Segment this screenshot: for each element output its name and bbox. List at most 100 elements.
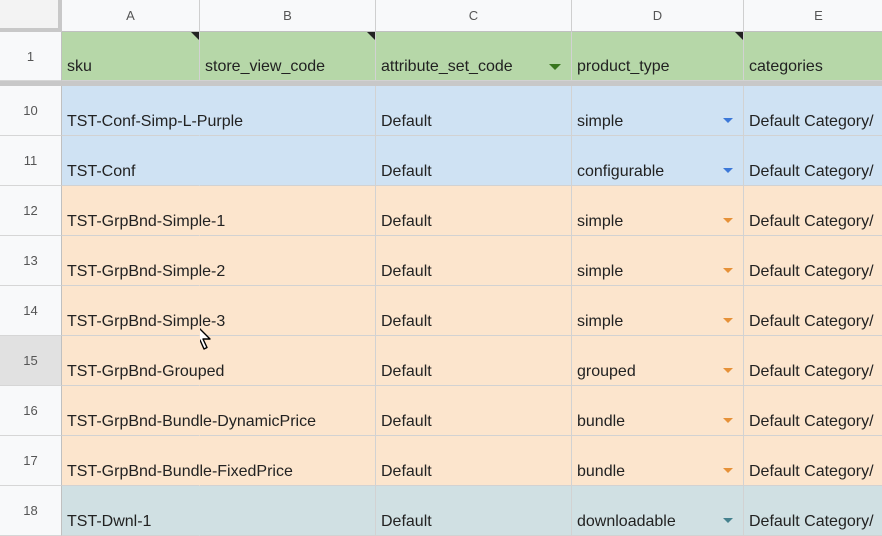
cell-sku[interactable]: TST-Dwnl-1 xyxy=(62,486,200,536)
row-number[interactable]: 16 xyxy=(0,386,62,436)
cell-sku[interactable]: TST-Conf-Simp-L-Purple xyxy=(62,86,243,136)
cell-value: Default Category/ xyxy=(749,413,874,430)
cell-store-view-code[interactable] xyxy=(200,186,376,236)
column-freeze-handle[interactable] xyxy=(58,0,62,32)
header-cell-product-type[interactable]: product_type xyxy=(572,32,744,81)
column-header-a[interactable]: A xyxy=(62,0,200,32)
cell-value: Default xyxy=(381,313,432,330)
header-cell-categories[interactable]: categories xyxy=(744,32,882,81)
cell-store-view-code[interactable] xyxy=(200,336,376,386)
cell-categories[interactable]: Default Category/ xyxy=(744,186,882,236)
header-cell-attribute-set-code[interactable]: attribute_set_code xyxy=(376,32,572,81)
cell-store-view-code[interactable] xyxy=(200,236,376,286)
dropdown-arrow-icon[interactable] xyxy=(723,468,733,473)
comment-indicator-icon[interactable] xyxy=(735,32,743,40)
cell-categories[interactable]: Default Category/ xyxy=(744,286,882,336)
filter-dropdown-icon[interactable] xyxy=(549,64,561,70)
row-number[interactable]: 17 xyxy=(0,436,62,486)
cell-product-type[interactable]: downloadable xyxy=(572,486,744,536)
cell-value: TST-GrpBnd-Bundle-DynamicPrice xyxy=(67,413,316,430)
cell-categories[interactable]: Default Category/ xyxy=(744,436,882,486)
cell-attribute-set-code[interactable]: Default xyxy=(376,286,572,336)
freeze-divider[interactable] xyxy=(0,81,882,86)
cell-store-view-code[interactable] xyxy=(200,286,376,336)
header-cell-store-view-code[interactable]: store_view_code xyxy=(200,32,376,81)
cell-value: Default Category/ xyxy=(749,313,874,330)
column-header-b[interactable]: B xyxy=(200,0,376,32)
row-freeze-handle[interactable] xyxy=(0,28,62,32)
cell-value: bundle xyxy=(577,463,626,480)
cell-value: Default xyxy=(381,513,432,530)
cell-product-type[interactable]: bundle xyxy=(572,386,744,436)
cell-categories[interactable]: Default Category/ xyxy=(744,486,882,536)
cell-value: Default Category/ xyxy=(749,163,874,180)
row-number[interactable]: 18 xyxy=(0,486,62,536)
cell-product-type[interactable]: simple xyxy=(572,286,744,336)
cell-sku[interactable]: TST-GrpBnd-Bundle-DynamicPrice xyxy=(62,386,316,436)
cell-sku[interactable]: TST-GrpBnd-Bundle-FixedPrice xyxy=(62,436,293,486)
dropdown-arrow-icon[interactable] xyxy=(723,268,733,273)
dropdown-arrow-icon[interactable] xyxy=(723,168,733,173)
cell-attribute-set-code[interactable]: Default xyxy=(376,486,572,536)
cell-store-view-code[interactable] xyxy=(200,86,376,136)
row-number[interactable]: 10 xyxy=(0,86,62,136)
cell-sku[interactable]: TST-GrpBnd-Simple-1 xyxy=(62,186,225,236)
cell-product-type[interactable]: bundle xyxy=(572,436,744,486)
dropdown-arrow-icon[interactable] xyxy=(723,418,733,423)
cell-sku[interactable]: TST-GrpBnd-Grouped xyxy=(62,336,224,386)
cell-product-type[interactable]: simple xyxy=(572,186,744,236)
dropdown-arrow-icon[interactable] xyxy=(723,118,733,123)
cell-attribute-set-code[interactable]: Default xyxy=(376,436,572,486)
cell-sku[interactable]: TST-Conf xyxy=(62,136,200,186)
cell-categories[interactable]: Default Category/ xyxy=(744,236,882,286)
cell-attribute-set-code[interactable]: Default xyxy=(376,186,572,236)
cell-product-type[interactable]: grouped xyxy=(572,336,744,386)
cell-attribute-set-code[interactable]: Default xyxy=(376,136,572,186)
row-number[interactable]: 12 xyxy=(0,186,62,236)
column-header-c[interactable]: C xyxy=(376,0,572,32)
cell-store-view-code[interactable] xyxy=(200,436,376,486)
cell-store-view-code[interactable] xyxy=(200,386,376,436)
cell-value: Default xyxy=(381,113,432,130)
cell-value: Default Category/ xyxy=(749,363,874,380)
cell-attribute-set-code[interactable]: Default xyxy=(376,86,572,136)
comment-indicator-icon[interactable] xyxy=(367,32,375,40)
cell-value: TST-GrpBnd-Grouped xyxy=(67,363,225,380)
dropdown-arrow-icon[interactable] xyxy=(723,318,733,323)
cell-product-type[interactable]: configurable xyxy=(572,136,744,186)
cell-product-type[interactable]: simple xyxy=(572,236,744,286)
cell-categories[interactable]: Default Category/ xyxy=(744,336,882,386)
column-header-d[interactable]: D xyxy=(572,0,744,32)
cell-store-view-code[interactable] xyxy=(200,136,376,186)
cell-store-view-code[interactable] xyxy=(200,486,376,536)
cell-value: TST-GrpBnd-Simple-1 xyxy=(67,213,226,230)
header-cell-sku[interactable]: sku xyxy=(62,32,200,81)
row-number[interactable]: 15 xyxy=(0,336,62,386)
cell-categories[interactable]: Default Category/ xyxy=(744,136,882,186)
row-number[interactable]: 14 xyxy=(0,286,62,336)
cell-sku[interactable]: TST-GrpBnd-Simple-2 xyxy=(62,236,225,286)
cell-product-type[interactable]: simple xyxy=(572,86,744,136)
row-number[interactable]: 1 xyxy=(0,32,62,81)
cell-attribute-set-code[interactable]: Default xyxy=(376,336,572,386)
comment-indicator-icon[interactable] xyxy=(191,32,199,40)
cell-value: Default xyxy=(381,413,432,430)
cell-attribute-set-code[interactable]: Default xyxy=(376,236,572,286)
cell-sku[interactable]: TST-GrpBnd-Simple-3 xyxy=(62,286,225,336)
row-number[interactable]: 13 xyxy=(0,236,62,286)
cell-categories[interactable]: Default Category/ xyxy=(744,386,882,436)
cell-categories[interactable]: Default Category/ xyxy=(744,86,882,136)
cell-value: bundle xyxy=(577,413,626,430)
dropdown-arrow-icon[interactable] xyxy=(723,218,733,223)
cell-value: Default Category/ xyxy=(749,513,874,530)
cell-attribute-set-code[interactable]: Default xyxy=(376,386,572,436)
row-number[interactable]: 11 xyxy=(0,136,62,186)
column-header-e[interactable]: E xyxy=(744,0,882,32)
header-cell-label: categories xyxy=(749,58,823,75)
dropdown-arrow-icon[interactable] xyxy=(723,368,733,373)
dropdown-arrow-icon[interactable] xyxy=(723,518,733,523)
